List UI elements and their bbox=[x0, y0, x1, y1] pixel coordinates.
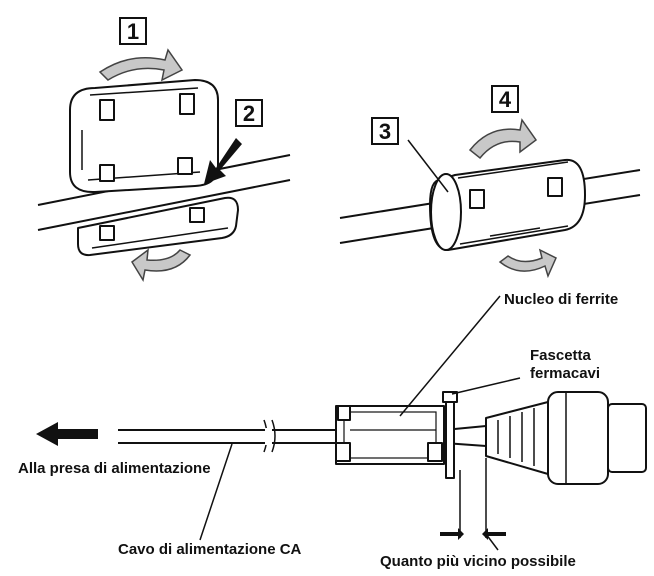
step-1-box bbox=[119, 17, 147, 45]
arrow-left-icon bbox=[36, 422, 98, 446]
cable-tie-label-line1: Fascetta bbox=[530, 347, 592, 364]
ferrite-core-label: Nucleo di ferrite bbox=[504, 291, 618, 308]
step-4-box bbox=[491, 85, 519, 113]
to-outlet-label: Alla presa di alimentazione bbox=[18, 460, 211, 477]
step-2-box bbox=[235, 99, 263, 127]
installed-core-illustration bbox=[36, 295, 647, 551]
step-1-number: 1 bbox=[127, 19, 139, 44]
step-3-box bbox=[371, 117, 399, 145]
step-3-number: 3 bbox=[379, 119, 391, 144]
ac-cable-label: Cavo di alimentazione CA bbox=[118, 541, 302, 558]
step-1-2-illustration bbox=[37, 48, 291, 283]
step-4-number: 4 bbox=[499, 87, 512, 112]
step-3-4-illustration bbox=[339, 118, 641, 279]
cable-tie-label-line2: fermacavi bbox=[530, 365, 600, 382]
distance-label: Quanto più vicino possibile bbox=[380, 553, 576, 570]
step-2-number: 2 bbox=[243, 101, 255, 126]
